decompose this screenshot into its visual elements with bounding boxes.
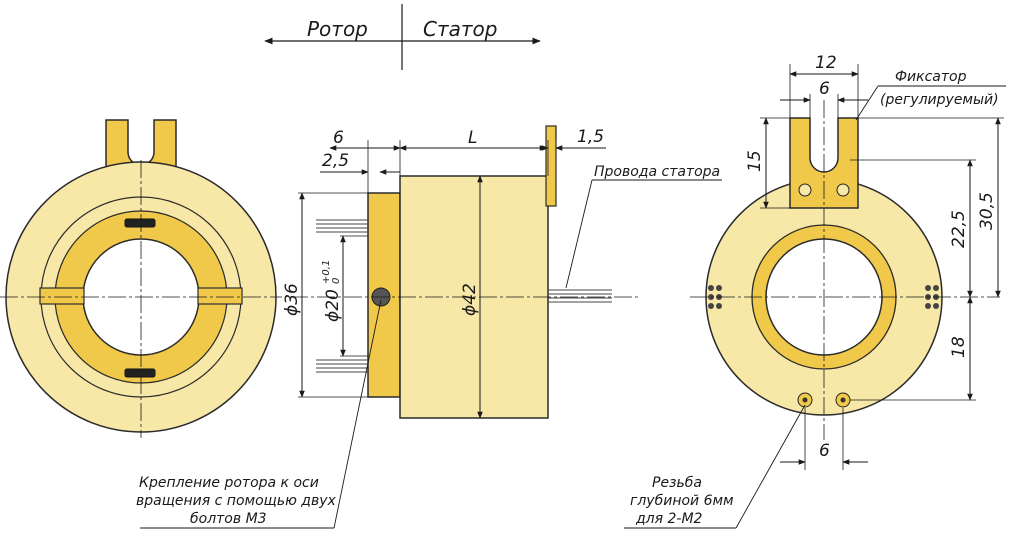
dim-6-tab: 6 (819, 79, 830, 99)
dim-18: 18 (949, 336, 969, 358)
stator-label: Статор (423, 17, 497, 41)
dim-phi20-tolerance-lower: 0 (331, 278, 342, 284)
fixator-label-line1: Фиксатор (895, 69, 967, 85)
stator-tab (545, 125, 557, 207)
stator-wires-label: Провода статора (594, 164, 720, 180)
dim-6-top: 6 (333, 128, 344, 148)
dim-L: L (468, 128, 477, 148)
fixator-label-line2: (регулируемый) (880, 92, 999, 108)
rotor-screw-top (124, 218, 156, 228)
dim-phi20-tolerance-upper: +0,1 (321, 260, 332, 284)
rotor-mount-label-line1: Крепление ротора к оси (139, 475, 319, 491)
thread-label-line3: для 2-М2 (635, 511, 703, 527)
rotor-mount-label-line3: болтов М3 (190, 511, 267, 527)
thread-label-line1: Резьба (652, 475, 702, 491)
stator-pin-grid-left (708, 285, 722, 309)
dim-15: 15 (745, 150, 765, 172)
dim-6-bottom: 6 (819, 441, 830, 461)
stator-front-view (624, 64, 1006, 529)
dim-2-5: 2,5 (322, 151, 349, 171)
dim-phi42: ϕ42 (460, 283, 480, 316)
dim-phi36: ϕ36 (282, 283, 302, 316)
dim-12: 12 (815, 53, 837, 73)
rotor-screw-bottom (124, 368, 156, 378)
rotor-mount-label-line2: вращения с помощью двух (136, 493, 337, 509)
rotor-label: Ротор (307, 17, 368, 41)
rotor-front-view (0, 119, 282, 438)
side-view (140, 125, 722, 529)
dim-30-5: 30,5 (977, 192, 997, 230)
dim-phi20: ϕ20 (323, 289, 343, 322)
dim-22-5: 22,5 (949, 210, 969, 248)
thread-label-line2: глубиной 6мм (630, 493, 734, 509)
rotor-stator-header: Ротор Статор (264, 4, 541, 70)
dim-1-5: 1,5 (577, 127, 604, 147)
